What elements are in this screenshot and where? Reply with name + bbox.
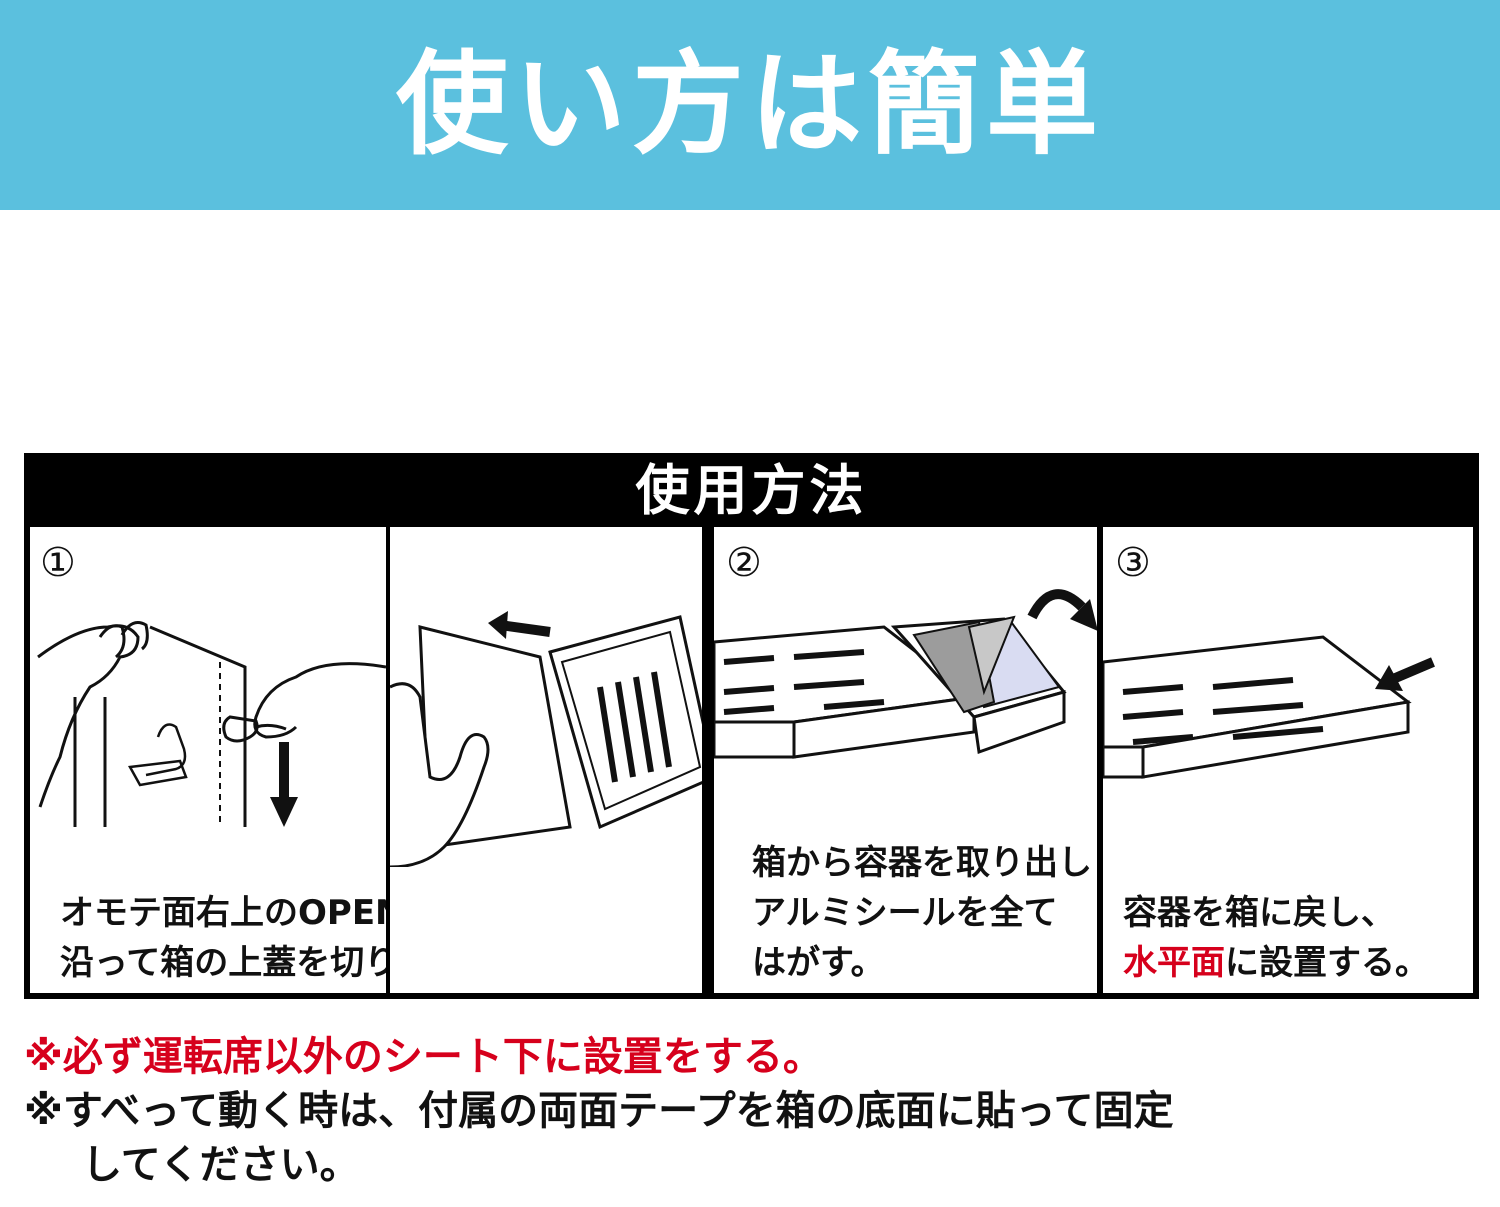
- step2-caption-line3: はがす。: [752, 943, 885, 983]
- step3-highlight: 水平面: [1123, 943, 1225, 983]
- banner-title: 使い方は簡単: [396, 40, 1104, 170]
- header-banner: 使い方は簡単: [0, 0, 1500, 210]
- step2-caption-line1: 箱から容器を取り出し: [752, 843, 1092, 883]
- step3-number: ③: [1115, 540, 1151, 586]
- info-note-line1: ※すべって動く時は、付属の両面テープを箱の底面に貼って固定: [24, 1088, 1174, 1134]
- step2-panel: ② 箱から容器を取り出し アルミシールを全て はがす。: [714, 527, 1097, 993]
- step1-number: ①: [40, 540, 76, 586]
- open-lid-illustration: [37, 621, 386, 827]
- usage-frame: 使用方法 ① オモテ面右上のOPENからミシン目に 沿って箱の上蓋を切り取っ: [24, 453, 1479, 999]
- usage-title: 使用方法: [635, 459, 868, 522]
- peel-seal-illustration: [714, 589, 1097, 759]
- step2-number: ②: [726, 540, 762, 586]
- info-note-line2: してください。: [82, 1142, 360, 1188]
- step1-caption-line2: 沿って箱の上蓋を切り取って捨てる。: [60, 943, 386, 983]
- place-level-illustration: [1103, 635, 1435, 779]
- step1-panel-b: [390, 527, 702, 993]
- remove-lid-illustration: [390, 611, 702, 867]
- step2-caption-line2: アルミシールを全て: [752, 893, 1058, 933]
- step3-caption-rest: に設置する。: [1225, 943, 1429, 983]
- notes: ※必ず運転席以外のシート下に設置をする。 ※すべって動く時は、付属の両面テープを…: [24, 1030, 1484, 1192]
- step1-caption-line1: オモテ面右上のOPENからミシン目に: [60, 893, 386, 933]
- step3-panel: ③ 容器を箱に戻し、 水平面に設置する。: [1103, 527, 1473, 993]
- step3-caption-line1: 容器を箱に戻し、: [1123, 893, 1395, 933]
- step3-caption-line2: 水平面に設置する。: [1123, 939, 1429, 987]
- step1-panel-a: ① オモテ面右上のOPENからミシン目に 沿って箱の上蓋を切り取って捨てる。: [30, 527, 386, 993]
- warning-note: ※必ず運転席以外のシート下に設置をする。: [24, 1034, 823, 1080]
